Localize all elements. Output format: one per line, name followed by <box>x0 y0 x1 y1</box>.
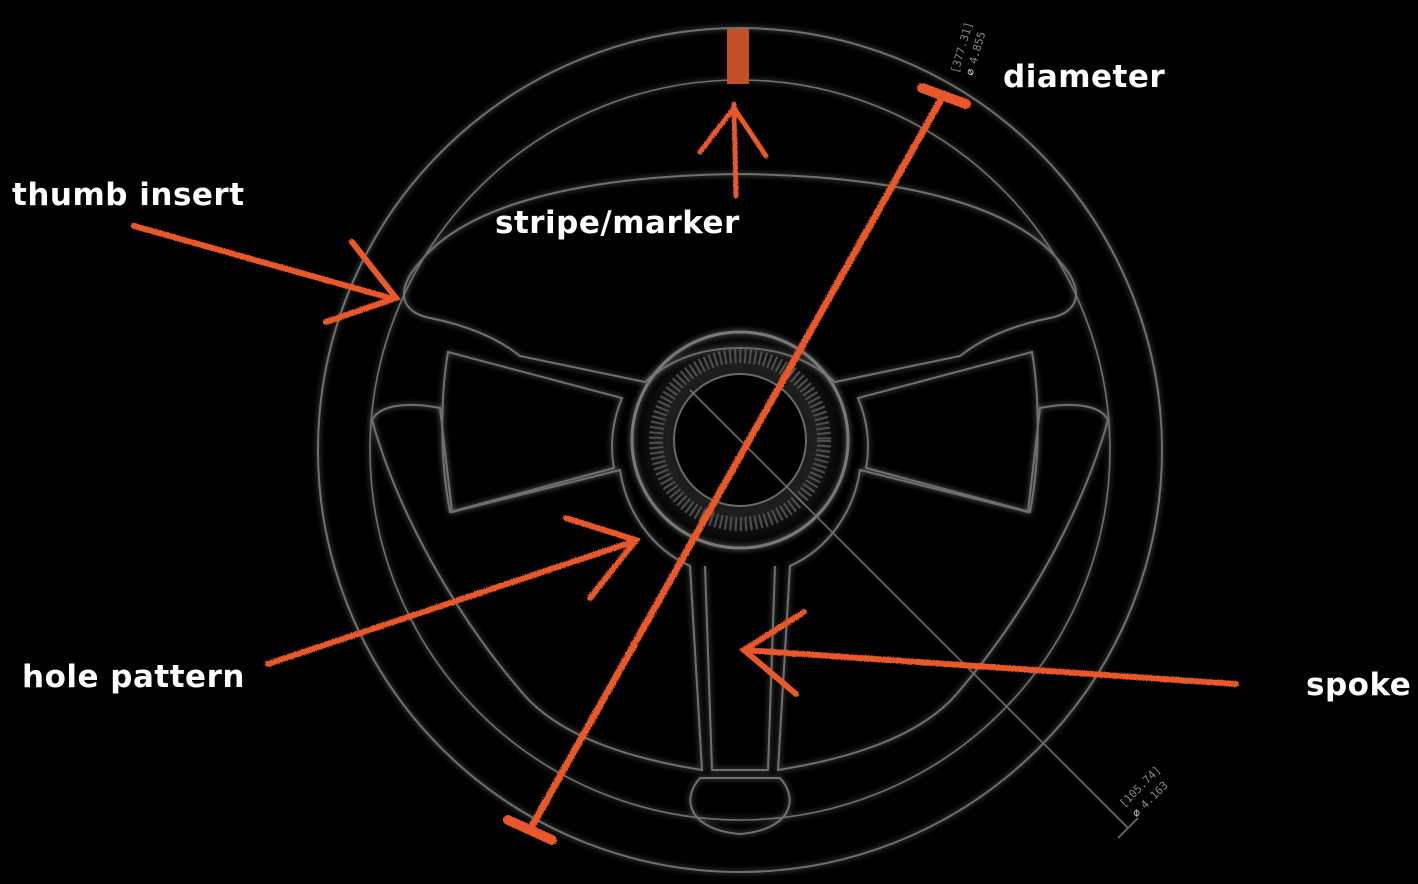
spoke-arrow <box>741 647 1239 687</box>
spoke-arrow-head <box>738 609 807 697</box>
label-spoke: spoke <box>1306 667 1412 703</box>
diameter-end-cap <box>917 83 971 109</box>
diameter-symbol-icon: ⌀ <box>1130 806 1144 820</box>
bottom-spoke <box>704 565 776 771</box>
stripe-arrow-head <box>697 103 769 159</box>
left-opening <box>441 350 624 514</box>
label-hole-pattern: hole pattern <box>22 659 245 695</box>
thumb-arrow-head <box>323 239 401 325</box>
bottom-opening <box>689 777 791 836</box>
thumb-arrow <box>131 223 393 301</box>
stripe-marker <box>727 29 749 84</box>
top-opening <box>403 172 1077 384</box>
annotations <box>131 83 1239 845</box>
bolt-dimension-text: [105.74] ⌀ 4.163 <box>1117 763 1171 820</box>
left-lower-opening <box>370 403 704 772</box>
stripe-arrow <box>731 101 739 199</box>
diameter-line <box>528 90 948 830</box>
label-diameter: diameter <box>1003 59 1166 95</box>
outer-dimension-text: [377.31] ⌀ 4.855 <box>948 20 988 77</box>
right-opening <box>856 350 1039 514</box>
bolt-dimension <box>689 389 1139 839</box>
hole-arrow-head <box>563 515 642 601</box>
diameter-end-cap <box>503 815 557 845</box>
label-thumb-insert: thumb insert <box>12 177 245 213</box>
diameter-symbol-icon: ⌀ <box>963 67 977 77</box>
outer-rim <box>317 27 1163 873</box>
right-lower-opening <box>776 403 1110 772</box>
hole-arrow <box>265 539 635 667</box>
label-stripe-marker: stripe/marker <box>495 205 740 241</box>
